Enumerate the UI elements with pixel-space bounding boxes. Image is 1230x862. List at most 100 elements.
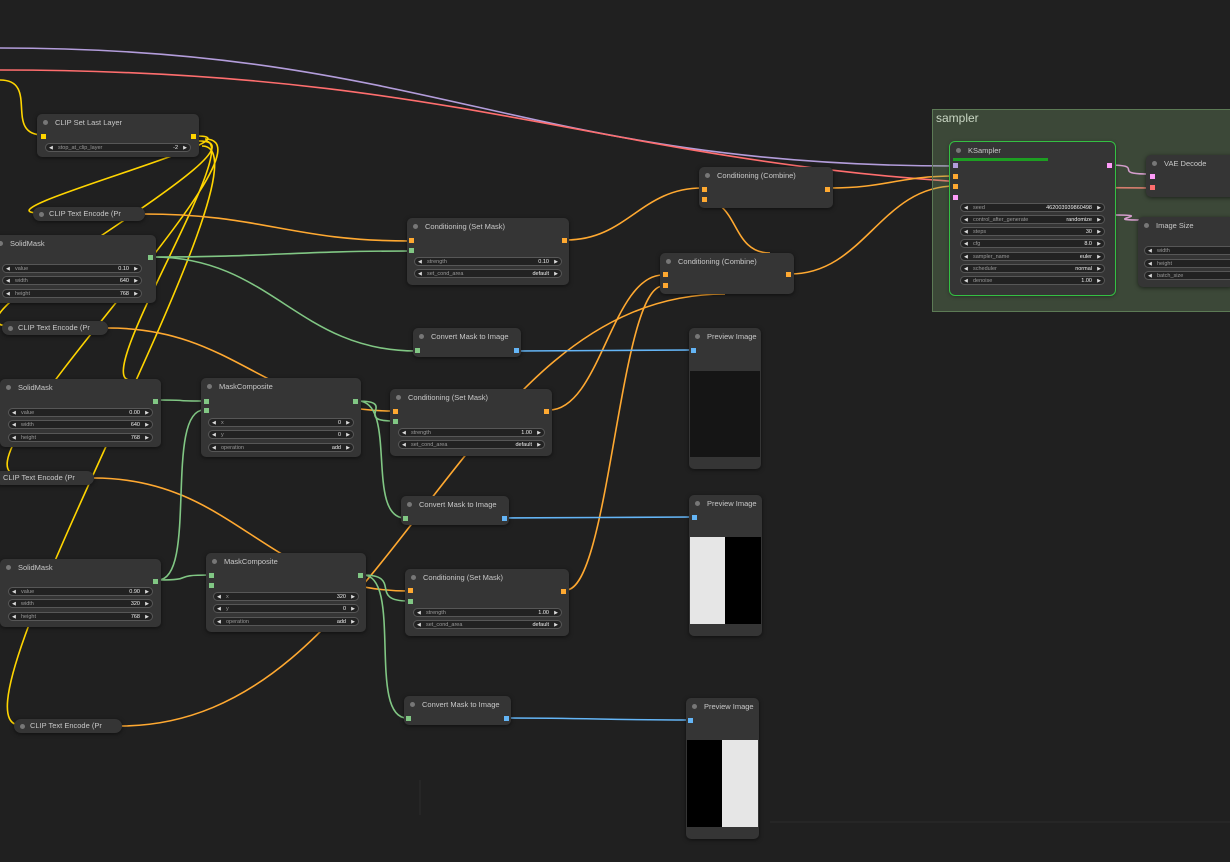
- decrement-arrow-icon[interactable]: ◀: [1148, 261, 1152, 267]
- decrement-arrow-icon[interactable]: ◀: [418, 259, 422, 265]
- destination-input-socket[interactable]: [209, 573, 214, 578]
- previous-option-arrow-icon[interactable]: ◀: [964, 217, 968, 223]
- clip-link[interactable]: [122, 140, 213, 381]
- cond-link[interactable]: [548, 274, 664, 411]
- increment-arrow-icon[interactable]: ▶: [145, 614, 149, 620]
- latent-link[interactable]: [1107, 164, 1150, 175]
- increment-arrow-icon[interactable]: ▶: [554, 610, 558, 616]
- decrement-arrow-icon[interactable]: ◀: [12, 410, 16, 416]
- image-link[interactable]: [504, 516, 693, 519]
- mask-link[interactable]: [157, 574, 210, 581]
- conditioning-2-input-socket[interactable]: [702, 197, 707, 202]
- latent-output-socket[interactable]: [1107, 163, 1112, 168]
- clip-link[interactable]: [28, 135, 209, 214]
- increment-arrow-icon[interactable]: ▶: [134, 278, 138, 284]
- decrement-arrow-icon[interactable]: ◀: [964, 278, 968, 284]
- decrement-arrow-icon[interactable]: ◀: [402, 430, 406, 436]
- decrement-arrow-icon[interactable]: ◀: [1148, 248, 1152, 254]
- previous-option-arrow-icon[interactable]: ◀: [417, 622, 421, 628]
- increment-arrow-icon[interactable]: ▶: [134, 266, 138, 272]
- cond-link[interactable]: [829, 175, 956, 189]
- image-size-node[interactable]: Image Size ◀width ◀height ◀batch_size: [1138, 217, 1230, 287]
- next-option-arrow-icon[interactable]: ▶: [554, 271, 558, 277]
- collapse-dot-icon[interactable]: [411, 575, 416, 580]
- collapse-dot-icon[interactable]: [407, 502, 412, 507]
- increment-arrow-icon[interactable]: ▶: [351, 594, 355, 600]
- latent-image-input-socket[interactable]: [953, 195, 958, 200]
- next-option-arrow-icon[interactable]: ▶: [537, 442, 541, 448]
- collapse-dot-icon[interactable]: [410, 702, 415, 707]
- collapse-dot-icon[interactable]: [695, 501, 700, 506]
- conditioning-output-socket[interactable]: [544, 409, 549, 414]
- batch-size-widget[interactable]: ◀batch_size: [1144, 271, 1230, 280]
- previous-option-arrow-icon[interactable]: ◀: [964, 254, 968, 260]
- increment-arrow-icon[interactable]: ▶: [346, 420, 350, 426]
- decrement-arrow-icon[interactable]: ◀: [964, 229, 968, 235]
- increment-arrow-icon[interactable]: ▶: [145, 422, 149, 428]
- conditioning-combine-node[interactable]: Conditioning (Combine): [699, 167, 833, 208]
- mask-output-socket[interactable]: [358, 573, 363, 578]
- mask-link[interactable]: [357, 400, 394, 422]
- collapse-dot-icon[interactable]: [1144, 223, 1149, 228]
- clip-set-last-layer-node[interactable]: CLIP Set Last Layer ◀ stop_at_clip_layer…: [37, 114, 199, 157]
- collapse-dot-icon[interactable]: [8, 326, 13, 331]
- conditioning-combine-node[interactable]: Conditioning (Combine): [660, 253, 794, 294]
- clip-link[interactable]: [0, 79, 44, 136]
- decrement-arrow-icon[interactable]: ◀: [212, 420, 216, 426]
- previous-option-arrow-icon[interactable]: ◀: [418, 271, 422, 277]
- conditioning-output-socket[interactable]: [825, 187, 830, 192]
- negative-input-socket[interactable]: [953, 184, 958, 189]
- next-option-arrow-icon[interactable]: ▶: [1097, 266, 1101, 272]
- collapse-dot-icon[interactable]: [666, 259, 671, 264]
- image-output-socket[interactable]: [502, 516, 507, 521]
- collapse-dot-icon[interactable]: [6, 565, 11, 570]
- previous-option-arrow-icon[interactable]: ◀: [402, 442, 406, 448]
- increment-arrow-icon[interactable]: ▶: [145, 410, 149, 416]
- samples-input-socket[interactable]: [1150, 174, 1155, 179]
- clip-text-encode-node[interactable]: CLIP Text Encode (Pr: [14, 719, 122, 733]
- next-option-arrow-icon[interactable]: ▶: [1097, 217, 1101, 223]
- conditioning-input-socket[interactable]: [393, 409, 398, 414]
- decrement-arrow-icon[interactable]: ◀: [6, 266, 10, 272]
- increment-arrow-icon[interactable]: ▶: [351, 606, 355, 612]
- increment-arrow-icon[interactable]: ▶: [1097, 205, 1101, 211]
- collapse-dot-icon[interactable]: [0, 241, 3, 246]
- images-input-socket[interactable]: [692, 515, 697, 520]
- decrement-arrow-icon[interactable]: ◀: [1148, 273, 1152, 279]
- decrement-arrow-icon[interactable]: ◀: [217, 619, 221, 625]
- decrement-arrow-icon[interactable]: ◀: [12, 435, 16, 441]
- stop-at-clip-layer-widget[interactable]: ◀ stop_at_clip_layer -2 ▶: [45, 143, 191, 152]
- images-input-socket[interactable]: [688, 718, 693, 723]
- clip-output-socket[interactable]: [191, 134, 196, 139]
- model-link[interactable]: [0, 47, 956, 167]
- increment-arrow-icon[interactable]: ▶: [145, 435, 149, 441]
- width-widget[interactable]: ◀width: [1144, 246, 1230, 255]
- increment-arrow-icon[interactable]: ▶: [183, 145, 187, 151]
- mask-link[interactable]: [362, 574, 408, 719]
- decrement-arrow-icon[interactable]: ◀: [12, 422, 16, 428]
- mask-input-socket[interactable]: [409, 248, 414, 253]
- mask-link[interactable]: [362, 574, 409, 602]
- image-output-socket[interactable]: [504, 716, 509, 721]
- decrement-arrow-icon[interactable]: ◀: [964, 205, 968, 211]
- vae-decode-node[interactable]: VAE Decode: [1146, 155, 1230, 197]
